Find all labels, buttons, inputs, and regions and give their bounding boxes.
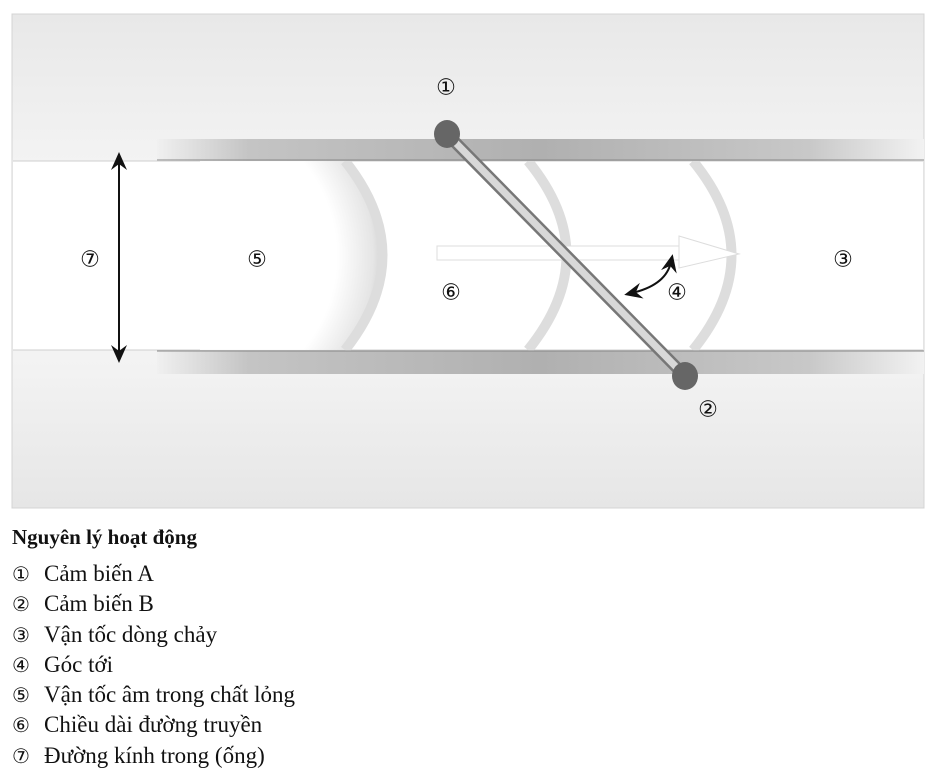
label-5: ⑤: [247, 248, 267, 273]
label-6: ⑥: [441, 281, 461, 306]
sound-path: [442, 129, 690, 381]
label-7: ⑦: [80, 248, 100, 273]
sensor-a-icon: [434, 120, 460, 148]
legend-title: Nguyên lý hoạt động: [12, 525, 197, 549]
label-3: ③: [833, 248, 853, 273]
angle-arc-icon: [624, 254, 677, 299]
label-4: ④: [667, 281, 687, 306]
sensor-b-icon: [672, 362, 698, 390]
label-2: ②: [698, 398, 718, 423]
pipe-wall-bottom: [157, 351, 924, 374]
pipe-wall-top: [157, 139, 924, 161]
label-1: ①: [436, 76, 456, 101]
flowmeter-diagram: ① ② ③ ④ ⑤ ⑥ ⑦: [11, 13, 925, 509]
